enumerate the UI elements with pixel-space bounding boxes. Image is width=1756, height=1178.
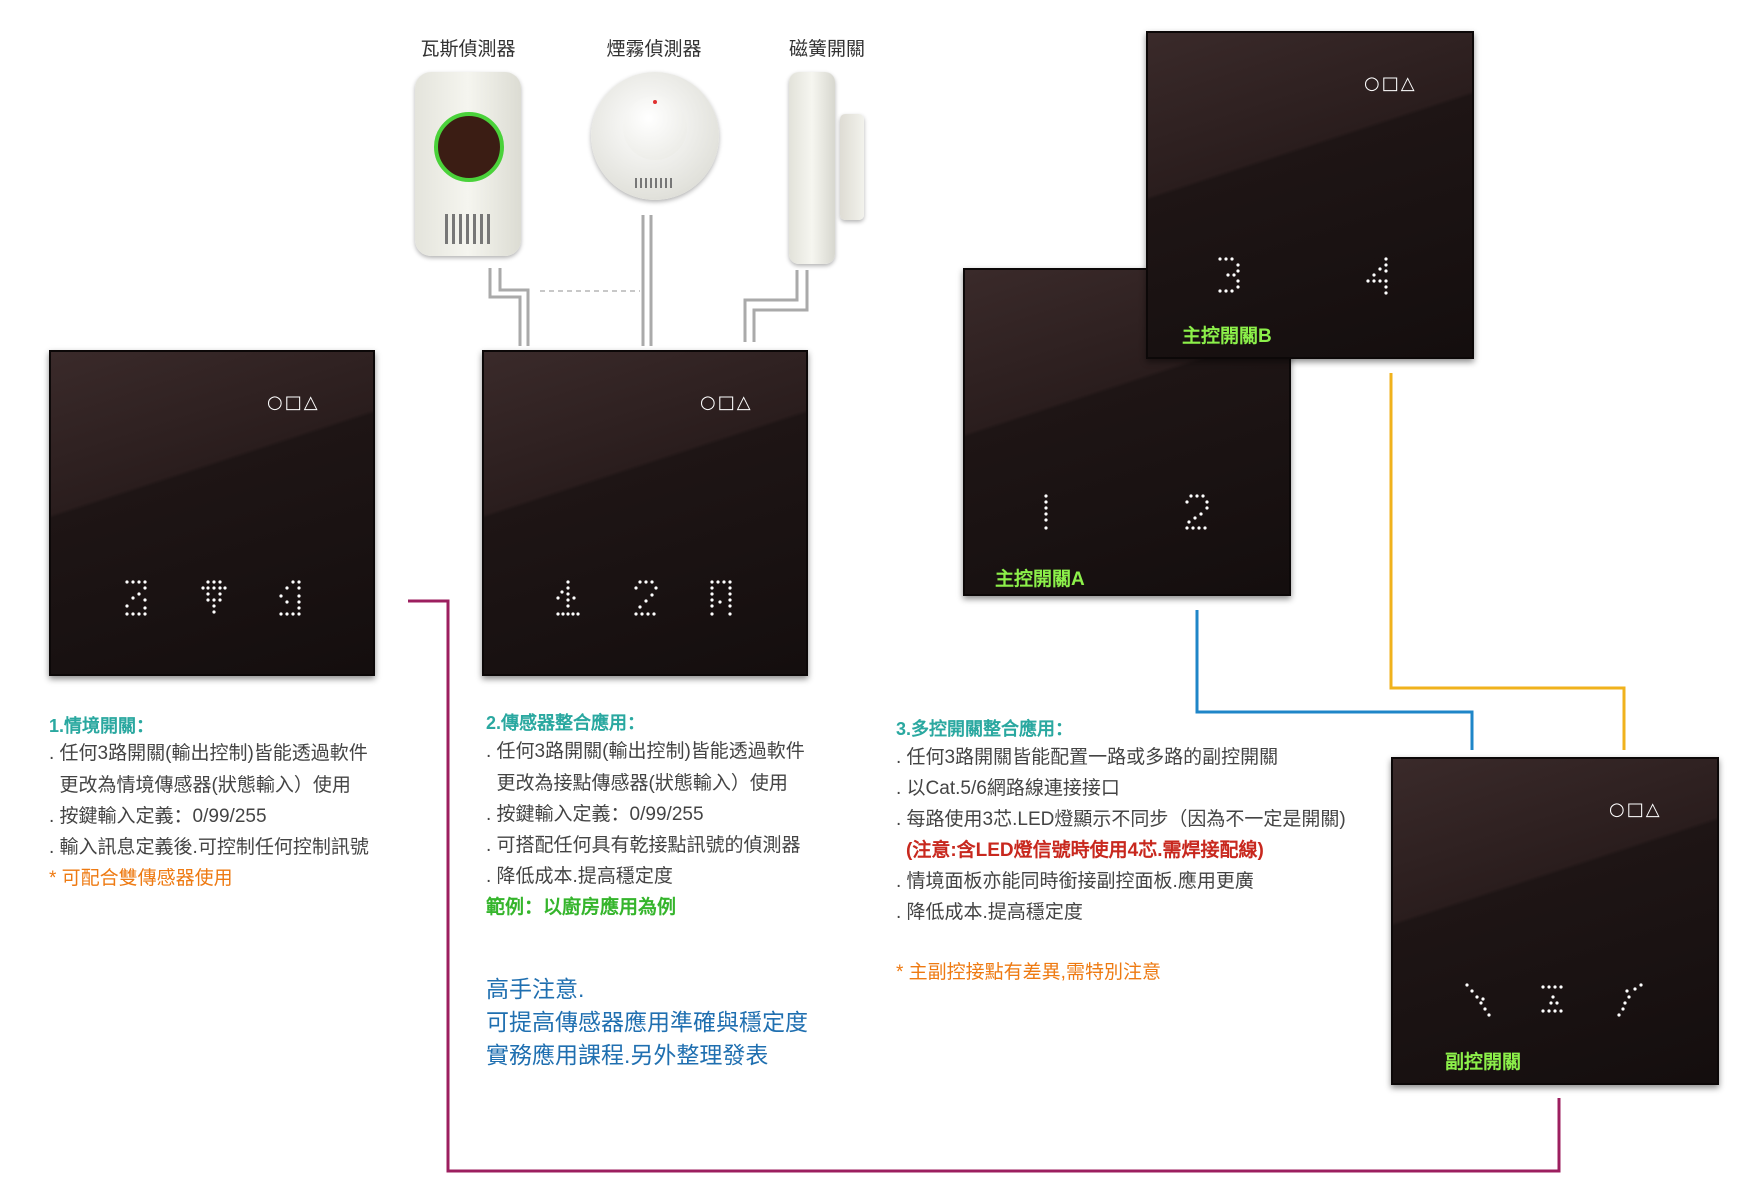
yellow-wire <box>1389 373 1626 750</box>
section1-title: 1.情境開關： <box>49 716 155 736</box>
section3-line: . 情境面板亦能同時銜接副控面板.應用更廣 <box>896 871 1254 892</box>
section2-line: 更改為接點傳感器(狀態輸入）使用 <box>486 773 788 794</box>
button-glyph-6[interactable] <box>1539 981 1569 1021</box>
section2-line: . 任何3路開關(輸出控制)皆能透過軟件 <box>486 741 805 762</box>
section2-line: . 可搭配任何具有乾接點訊號的偵測器 <box>486 835 801 856</box>
reed-switch-label: 磁簧開關 <box>788 39 865 60</box>
section2-title: 2.傳感器整合應用： <box>486 713 646 733</box>
button-glyph-7[interactable] <box>1615 981 1645 1021</box>
section2-example: 範例：以廚房應用為例 <box>486 897 677 918</box>
section3-line: . 以Cat.5/6網路線連接接口 <box>896 778 1120 799</box>
slave-switch-panel: ○□△ 副控開關 <box>1391 757 1719 1085</box>
button-glyph-4[interactable] <box>1366 255 1396 295</box>
section1-note: * 可配合雙傳感器使用 <box>49 868 233 889</box>
section3-warning: (注意:含LED燈信號時使用4芯.需焊接配線) <box>906 840 1264 861</box>
master-switch-a-label: 主控開關A <box>995 569 1085 590</box>
gas-detector-label: 瓦斯偵測器 <box>420 39 516 60</box>
master-switch-b-panel: ○□△ 主控開關B <box>1146 31 1474 359</box>
sensor-cables <box>488 215 809 346</box>
shape-symbols: ○□△ <box>1364 73 1417 94</box>
button-glyph-2[interactable] <box>632 578 662 618</box>
section1-line: . 輸入訊息定義後.可控制任何控制訊號 <box>49 837 369 858</box>
button-glyph-3[interactable] <box>708 578 738 618</box>
button-glyph-1[interactable] <box>1031 492 1061 532</box>
scene-switch-panel: ○□△ <box>49 350 375 676</box>
section3-line: . 降低成本.提高穩定度 <box>896 902 1083 923</box>
section1-line: . 任何3路開關(輸出控制)皆能透過軟件 <box>49 743 368 764</box>
section1-line: . 按鍵輸入定義：0/99/255 <box>49 806 267 827</box>
sensor-integration-panel: ○□△ <box>482 350 808 676</box>
button-glyph-1[interactable] <box>554 578 584 618</box>
button-glyph-2[interactable] <box>199 578 229 618</box>
section3-title: 3.多控開關整合應用： <box>896 719 1074 739</box>
gas-detector-icon <box>415 72 521 256</box>
section3-line: . 任何3路開關皆能配置一路或多路的副控開關 <box>896 747 1279 768</box>
section2-tip: 實務應用課程.另外整理發表 <box>486 1042 769 1068</box>
shape-symbols: ○□△ <box>267 392 320 413</box>
section2-tip: 可提高傳感器應用準確與穩定度 <box>486 1009 808 1035</box>
magenta-wire <box>408 599 1561 1173</box>
smoke-detector-label: 煙霧偵測器 <box>606 39 702 60</box>
smoke-detector-icon <box>591 72 719 200</box>
reed-switch-icon <box>789 72 864 266</box>
button-glyph-1[interactable] <box>123 578 153 618</box>
section2-line: . 按鍵輸入定義：0/99/255 <box>486 804 704 825</box>
section3-line: . 每路使用3芯.LED燈顯示不同步（因為不一定是開關) <box>896 809 1346 830</box>
shape-symbols: ○□△ <box>1609 799 1662 820</box>
shape-symbols: ○□△ <box>700 392 753 413</box>
button-glyph-2[interactable] <box>1183 492 1213 532</box>
section1-line: 更改為情境傳感器(狀態輸入）使用 <box>49 775 351 796</box>
blue-wire <box>1195 610 1474 750</box>
section2-tip: 高手注意. <box>486 976 585 1002</box>
button-glyph-3[interactable] <box>277 578 307 618</box>
button-glyph-5[interactable] <box>1463 981 1493 1021</box>
button-glyph-3[interactable] <box>1214 255 1244 295</box>
section2-line: . 降低成本.提高穩定度 <box>486 866 673 887</box>
slave-switch-label: 副控開關 <box>1445 1052 1522 1073</box>
master-switch-b-label: 主控開關B <box>1182 326 1272 347</box>
section3-note: * 主副控接點有差異,需特別注意 <box>896 962 1161 983</box>
